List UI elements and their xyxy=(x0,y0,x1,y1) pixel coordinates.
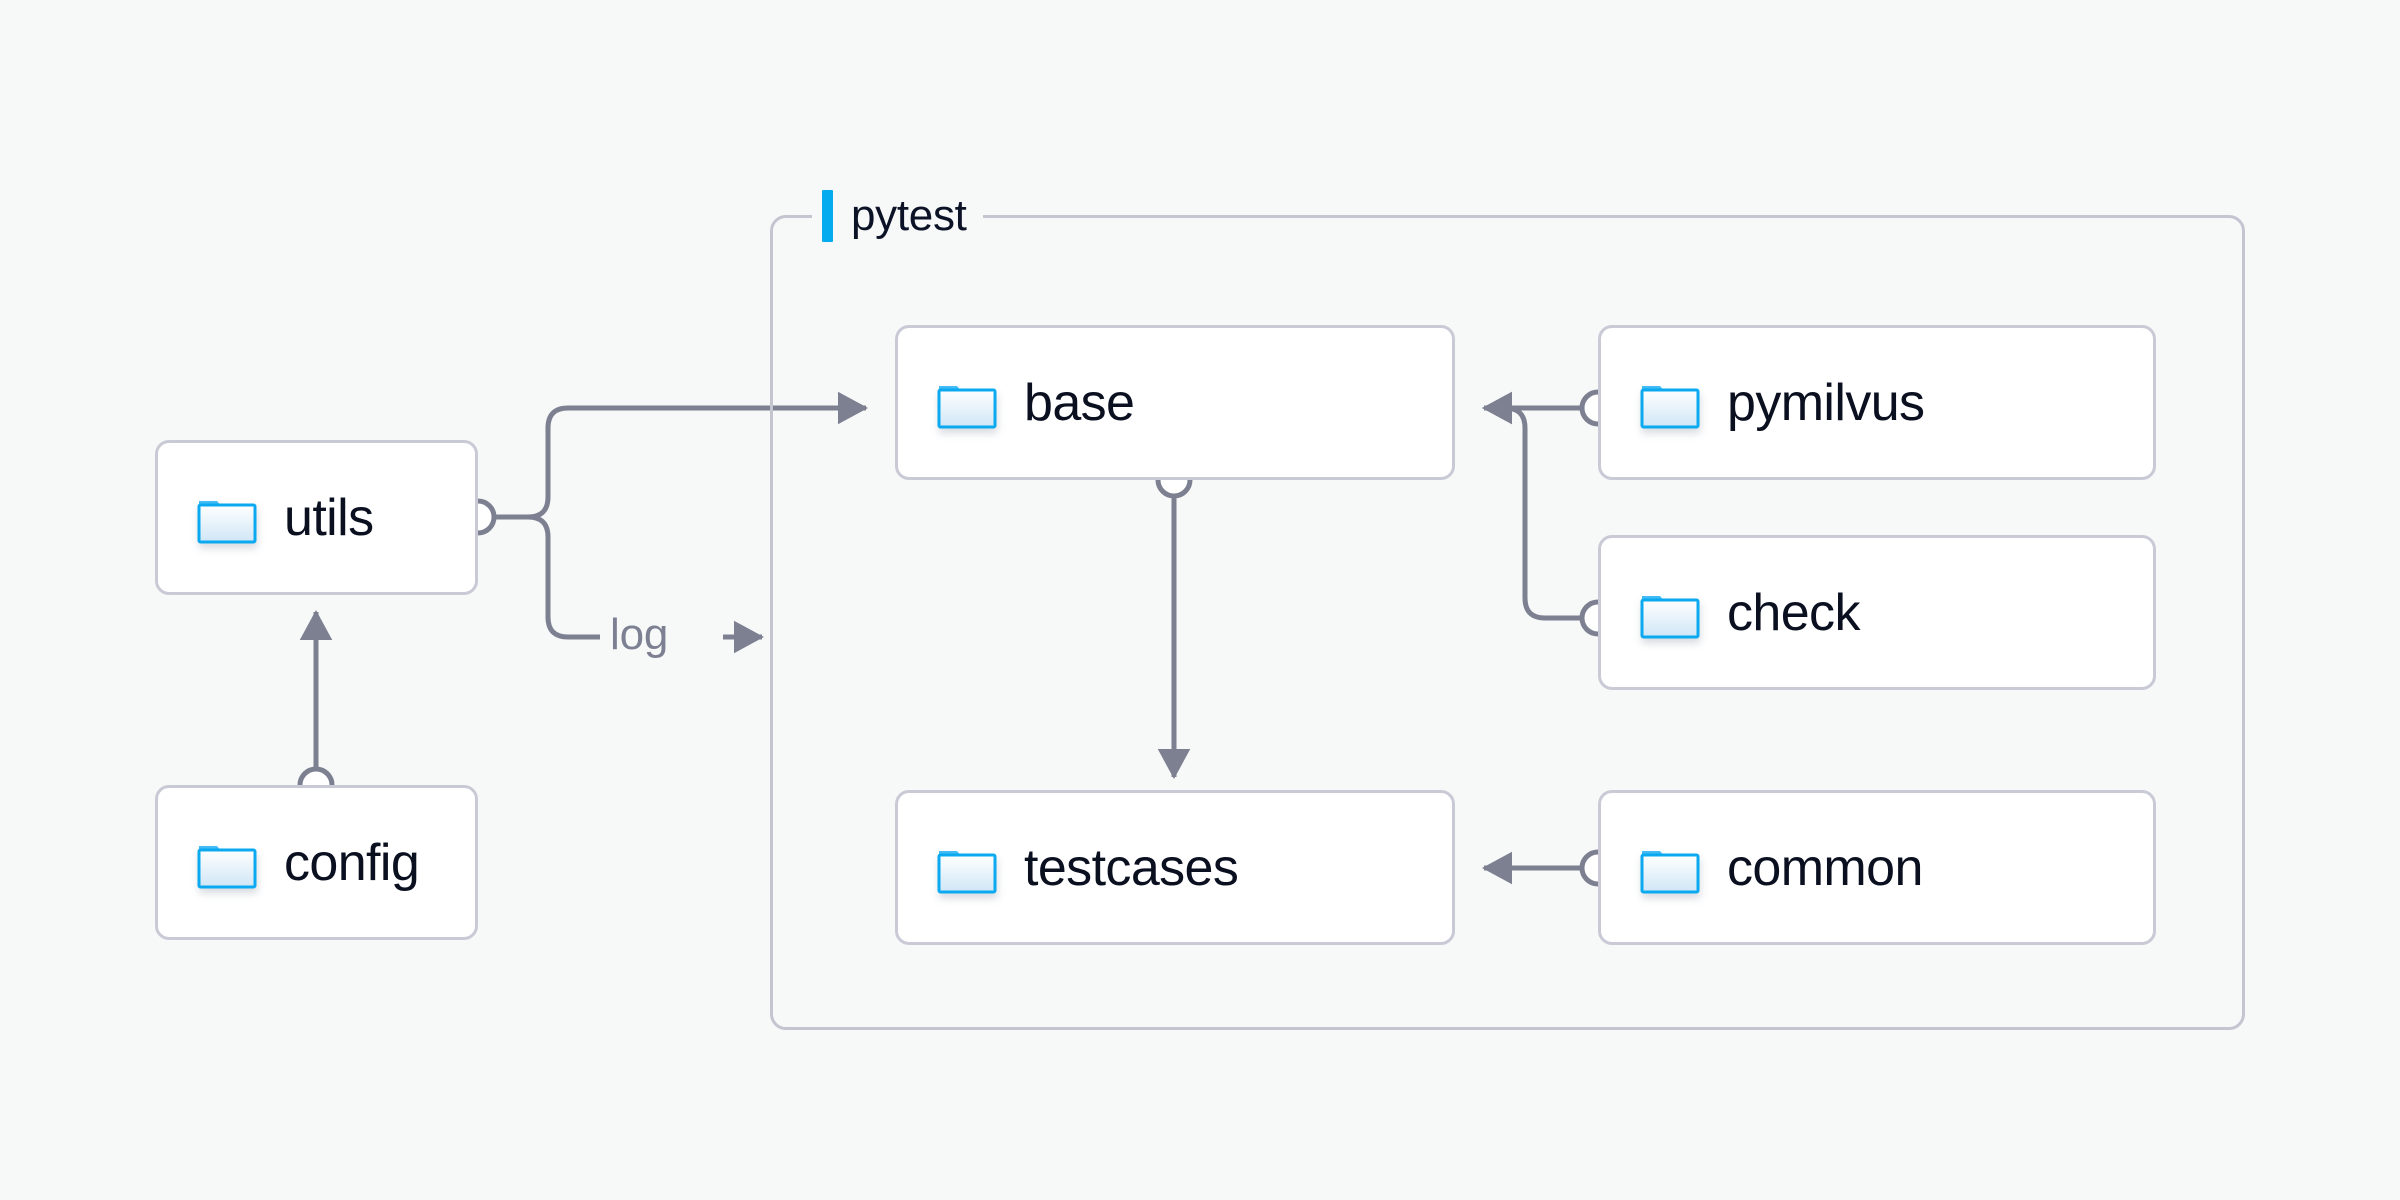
node-label: testcases xyxy=(1024,838,1239,897)
node-label: config xyxy=(284,833,420,892)
folder-icon xyxy=(1639,376,1701,430)
pytest-group-title: pytest xyxy=(851,191,967,240)
node-label: common xyxy=(1727,838,1923,897)
node-check[interactable]: check xyxy=(1598,535,2156,690)
node-pymilvus[interactable]: pymilvus xyxy=(1598,325,2156,480)
node-config[interactable]: config xyxy=(155,785,478,940)
edge-utils-to-log xyxy=(495,514,600,640)
accent-bar-icon xyxy=(822,190,833,242)
node-base[interactable]: base xyxy=(895,325,1455,480)
folder-icon xyxy=(1639,586,1701,640)
node-label: check xyxy=(1727,583,1860,642)
edge-label-log: log xyxy=(610,610,669,659)
folder-icon xyxy=(936,376,998,430)
node-utils[interactable]: utils xyxy=(155,440,478,595)
node-label: base xyxy=(1024,373,1135,432)
folder-icon xyxy=(196,836,258,890)
node-label: utils xyxy=(284,488,374,547)
node-testcases[interactable]: testcases xyxy=(895,790,1455,945)
pytest-group-container[interactable] xyxy=(770,215,2245,1030)
pytest-group-label: pytest xyxy=(812,187,983,245)
folder-icon xyxy=(1639,841,1701,895)
folder-icon xyxy=(196,491,258,545)
node-common[interactable]: common xyxy=(1598,790,2156,945)
node-label: pymilvus xyxy=(1727,373,1925,432)
folder-icon xyxy=(936,841,998,895)
